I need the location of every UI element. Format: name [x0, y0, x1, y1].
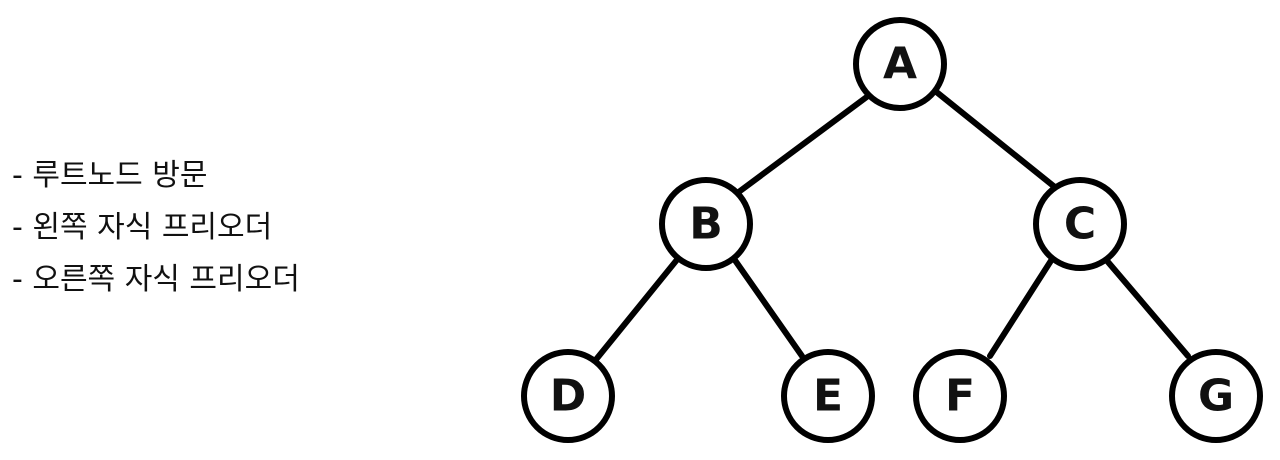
- node-g: G: [1169, 349, 1263, 443]
- edge-b-d: [591, 253, 683, 365]
- node-c-label: C: [1064, 199, 1096, 250]
- node-a-label: A: [883, 39, 917, 90]
- node-e: E: [781, 349, 875, 443]
- step-left-child: - 왼쪽 자식 프리오더: [12, 210, 273, 245]
- node-e-label: E: [813, 371, 843, 422]
- node-f-label: F: [945, 371, 975, 422]
- node-f: F: [913, 349, 1007, 443]
- edge-c-g: [1105, 259, 1191, 359]
- node-g-label: G: [1198, 371, 1234, 422]
- edge-a-c: [931, 87, 1059, 191]
- node-c: C: [1033, 177, 1127, 271]
- edge-b-e: [729, 253, 805, 359]
- node-d-label: D: [550, 371, 587, 422]
- edge-c-f: [987, 253, 1057, 359]
- tree-edges: [591, 87, 1191, 365]
- node-b-label: B: [689, 199, 723, 250]
- step-visit-root: - 루트노드 방문: [12, 158, 208, 193]
- node-d: D: [521, 349, 615, 443]
- preorder-steps: - 루트노드 방문 - 왼쪽 자식 프리오더 - 오른쪽 자식 프리오더: [12, 150, 432, 306]
- node-a: A: [853, 17, 947, 111]
- node-b: B: [659, 177, 753, 271]
- edge-a-b: [733, 93, 871, 197]
- step-right-child: - 오른쪽 자식 프리오더: [12, 262, 300, 297]
